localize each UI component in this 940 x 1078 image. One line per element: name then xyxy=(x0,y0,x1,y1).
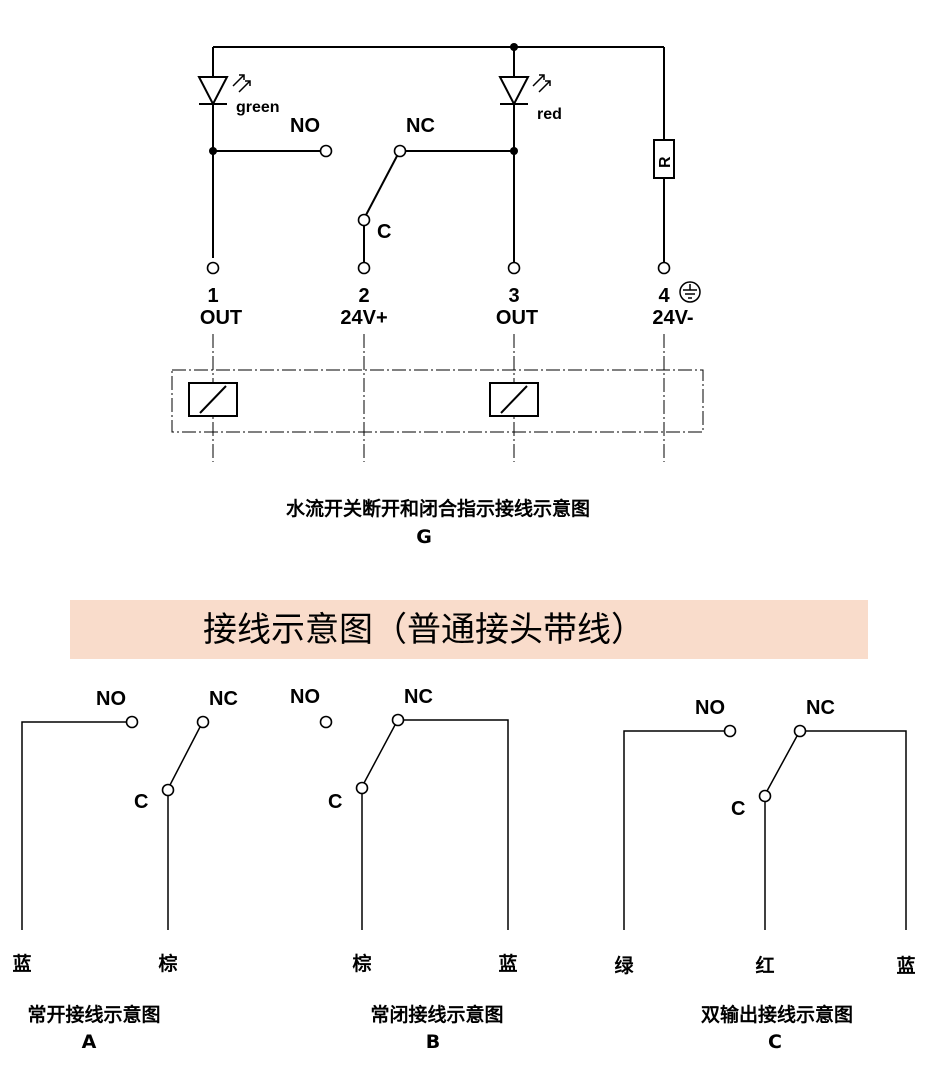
relay-coil-icon xyxy=(489,382,539,417)
diagram-g-letter: G xyxy=(416,526,432,548)
switch-lever xyxy=(365,155,398,216)
nc-contact-label: NC xyxy=(404,686,433,708)
wire-color-left: 绿 xyxy=(614,954,634,977)
wire-color-mid: 红 xyxy=(755,954,774,977)
wire xyxy=(21,721,126,930)
terminal-2-number: 2 xyxy=(358,285,369,307)
relay-module-box xyxy=(171,369,704,433)
switch-lever xyxy=(363,724,396,784)
common-contact-terminal xyxy=(161,783,175,797)
terminal-3-name: OUT xyxy=(496,307,538,329)
terminal-3 xyxy=(507,261,521,275)
banner-background xyxy=(70,600,868,659)
diagram-a: NO NC C 蓝 棕 常开接线示意图 A xyxy=(12,688,237,1053)
relay-coil-icon xyxy=(188,382,238,417)
nc-contact-label: NC xyxy=(806,697,835,719)
diagram-c: NO NC C 绿 红 蓝 双输出接线示意图 C xyxy=(614,697,915,1053)
terminal-4-name: 24V- xyxy=(652,307,693,329)
common-contact-label: C xyxy=(328,791,342,813)
diagram-c-caption: 双输出接线示意图 xyxy=(701,1003,853,1026)
nc-contact-terminal xyxy=(196,715,210,729)
common-contact-label: C xyxy=(377,221,391,243)
diagram-a-letter: A xyxy=(82,1031,97,1053)
green-led-label: green xyxy=(236,99,280,116)
nc-contact-terminal xyxy=(393,144,407,158)
terminal-1-number: 1 xyxy=(207,285,218,307)
terminal-2-name: 24V+ xyxy=(340,307,387,329)
no-contact-label: NO xyxy=(695,697,725,719)
no-contact-label: NO xyxy=(96,688,126,710)
banner: 接线示意图（普通接头带线） xyxy=(70,600,868,659)
common-contact-label: C xyxy=(134,791,148,813)
no-contact-label: NO xyxy=(290,686,320,708)
diagram-b-letter: B xyxy=(426,1031,440,1053)
diagram-a-caption: 常开接线示意图 xyxy=(27,1003,160,1026)
terminal-4-number: 4 xyxy=(658,285,670,307)
ground-icon xyxy=(679,281,701,303)
wire xyxy=(404,719,509,930)
common-contact-terminal xyxy=(355,781,369,795)
common-contact-terminal xyxy=(758,789,772,803)
common-contact-terminal xyxy=(357,213,371,227)
diagram-g-caption: 水流开关断开和闭合指示接线示意图 xyxy=(286,497,590,520)
wire-color-left: 棕 xyxy=(352,952,371,975)
diagram-c-letter: C xyxy=(768,1031,782,1053)
no-contact-terminal xyxy=(125,715,139,729)
red-led-label: red xyxy=(537,106,562,123)
switch-lever xyxy=(766,735,798,792)
diagram-b: NO NC C 棕 蓝 常闭接线示意图 B xyxy=(290,686,518,1053)
resistor-label: R xyxy=(657,156,674,168)
diagram-g: green NO NC C red R xyxy=(171,43,704,548)
no-contact-label: NO xyxy=(290,115,320,137)
common-contact-label: C xyxy=(731,798,745,820)
wire-color-right: 蓝 xyxy=(498,952,517,975)
no-contact-terminal xyxy=(319,715,333,729)
terminal-4 xyxy=(657,261,671,275)
nc-contact-terminal xyxy=(793,724,807,738)
wire-color-left: 蓝 xyxy=(12,952,31,975)
wire-color-right: 蓝 xyxy=(896,954,915,977)
diagram-b-caption: 常闭接线示意图 xyxy=(370,1003,503,1026)
no-contact-terminal xyxy=(723,724,737,738)
wire-color-right: 棕 xyxy=(158,952,177,975)
red-led-icon xyxy=(498,74,551,107)
nc-contact-label: NC xyxy=(209,688,238,710)
terminal-1 xyxy=(206,261,220,275)
no-contact-terminal xyxy=(319,144,333,158)
terminal-2 xyxy=(357,261,371,275)
wire xyxy=(806,730,907,930)
terminal-1-name: OUT xyxy=(200,307,242,329)
switch-lever xyxy=(169,726,201,786)
nc-contact-label: NC xyxy=(406,115,435,137)
banner-title: 接线示意图（普通接头带线） xyxy=(203,610,645,650)
wire xyxy=(623,730,724,930)
terminal-3-number: 3 xyxy=(508,285,519,307)
nc-contact-terminal xyxy=(391,713,405,727)
